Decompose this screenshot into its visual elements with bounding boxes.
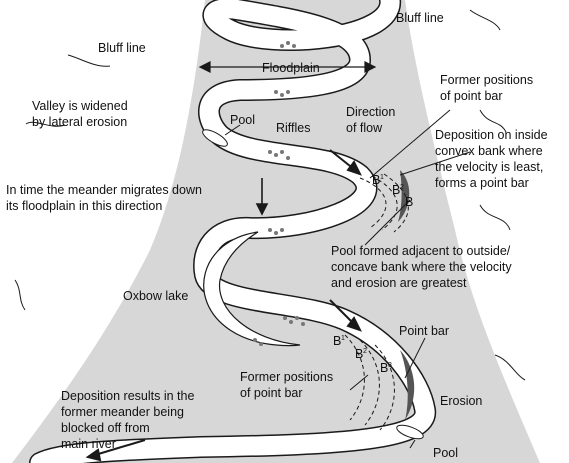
- meander-migrates-label-1: In time the meander migrates down: [6, 183, 202, 197]
- direction-of-flow-label-1: Direction: [346, 105, 395, 119]
- deposition-inside-label-3: the velocity is least,: [435, 160, 543, 174]
- bluff-line-right-label: Bluff line: [396, 11, 444, 25]
- riffles-label: Riffles: [276, 121, 311, 135]
- pool-formed-label-1: Pool formed adjacent to outside/: [331, 244, 511, 258]
- b-top-sup-1: 1: [380, 174, 384, 181]
- former-positions-top-label-1: Former positions: [440, 73, 533, 87]
- bluff-line-left-label: Bluff line: [98, 41, 146, 55]
- former-positions-bottom-label-1: Former positions: [240, 370, 333, 384]
- deposition-results-label-3: blocked off from: [61, 421, 150, 435]
- deposition-inside-label-4: forms a point bar: [435, 176, 529, 190]
- direction-of-flow-label-2: of flow: [346, 121, 383, 135]
- deposition-results-label-4: main river: [61, 437, 116, 451]
- pool-top-label: Pool: [230, 113, 255, 127]
- b-top-3: B: [405, 195, 413, 209]
- deposition-inside-label-1: Deposition on inside: [435, 128, 548, 142]
- meander-migrates-label-2: its floodplain in this direction: [6, 199, 162, 213]
- pool-formed-label-3: and erosion are greatest: [331, 276, 467, 290]
- erosion-label: Erosion: [440, 394, 482, 408]
- floodplain-label: Floodplain: [262, 61, 320, 75]
- deposition-results-label-2: former meander being: [61, 405, 184, 419]
- point-bar-label: Point bar: [399, 324, 449, 338]
- valley-widened-label-1: Valley is widened: [32, 99, 128, 113]
- oxbow-lake-label: Oxbow lake: [123, 289, 188, 303]
- deposition-results-label-1: Deposition results in the: [61, 389, 194, 403]
- b-bottom-sup-1: 1: [341, 335, 345, 342]
- b-top-sup-2: 2: [400, 184, 404, 191]
- b-bottom-sup-2: 2: [363, 348, 367, 355]
- b-bottom-sup-3: 3: [388, 362, 392, 369]
- pool-bottom-label: Pool: [433, 446, 458, 460]
- valley-widened-label-2: by lateral erosion: [32, 115, 127, 129]
- former-positions-bottom-label-2: of point bar: [240, 386, 303, 400]
- pool-formed-label-2: concave bank where the velocity: [331, 260, 512, 274]
- deposition-inside-label-2: convex bank where: [435, 144, 543, 158]
- former-positions-top-label-2: of point bar: [440, 89, 503, 103]
